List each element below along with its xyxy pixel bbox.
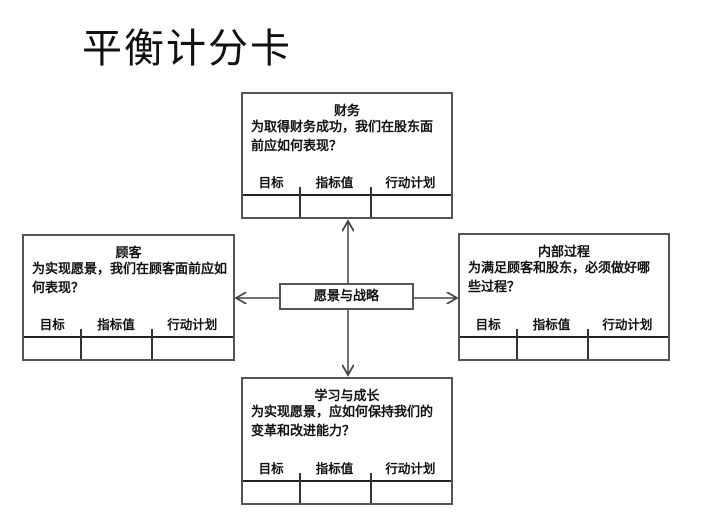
- column-goal: 目标: [258, 461, 284, 476]
- column-metric: 指标值: [97, 317, 135, 332]
- card-internal-process: 内部过程 为满足顾客和股东，必须做好哪些过程？ 目标 指标值 行动计划: [458, 233, 670, 361]
- column-divider: [516, 329, 519, 359]
- column-divider: [80, 329, 83, 359]
- card-question: 为实现愿景，我们在顾客面前应如何表现？: [32, 262, 228, 296]
- card-finance: 财务 为取得财务成功，我们在股东面前应如何表现？ 目标 指标值 行动计划: [241, 92, 453, 219]
- card-question: 为取得财务成功，我们在股东面前应如何表现？: [251, 120, 434, 154]
- card-columns: 目标 指标值 行动计划: [24, 314, 233, 336]
- column-action-plan: 行动计划: [385, 461, 436, 476]
- card-columns: 目标 指标值 行动计划: [243, 172, 451, 194]
- card-columns: 目标 指标值 行动计划: [243, 458, 451, 480]
- column-action-plan: 行动计划: [385, 175, 436, 190]
- page-title: 平衡计分卡: [82, 26, 292, 72]
- table-divider: [243, 480, 451, 482]
- vision-strategy-box: 愿景与战略: [279, 283, 414, 310]
- table-divider: [460, 336, 668, 338]
- column-action-plan: 行动计划: [602, 317, 653, 332]
- column-divider: [369, 473, 372, 503]
- card-learning-growth: 学习与成长 为实现愿景，应如何保持我们的变革和改进能力？ 目标 指标值 行动计划: [241, 377, 453, 505]
- card-question: 为满足顾客和股东，必须做好哪些过程？: [468, 261, 651, 295]
- column-divider: [151, 329, 154, 359]
- card-customer: 顾客 为实现愿景，我们在顾客面前应如何表现？ 目标 指标值 行动计划: [22, 234, 235, 361]
- column-goal: 目标: [39, 317, 65, 332]
- column-divider: [586, 329, 589, 359]
- column-divider: [369, 187, 372, 217]
- column-divider: [299, 187, 302, 217]
- table-divider: [24, 336, 233, 338]
- column-divider: [299, 473, 302, 503]
- card-heading: 内部过程: [537, 245, 590, 260]
- column-action-plan: 行动计划: [167, 317, 218, 332]
- card-heading: 顾客: [115, 246, 142, 261]
- card-question: 为实现愿景，应如何保持我们的变革和改进能力？: [251, 405, 434, 439]
- card-columns: 目标 指标值 行动计划: [460, 314, 668, 336]
- column-goal: 目标: [475, 317, 501, 332]
- table-divider: [243, 194, 451, 196]
- card-heading: 学习与成长: [314, 389, 380, 404]
- column-metric: 指标值: [315, 175, 354, 190]
- column-metric: 指标值: [315, 461, 354, 476]
- card-heading: 财务: [333, 104, 360, 119]
- column-metric: 指标值: [532, 317, 571, 332]
- column-goal: 目标: [258, 175, 284, 190]
